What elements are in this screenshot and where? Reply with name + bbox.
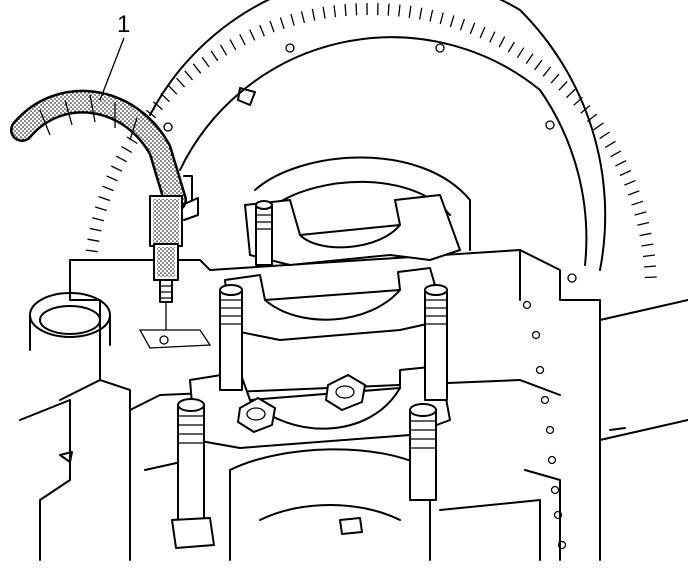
callout-1: 1: [99, 11, 130, 101]
stud-mid-right: [424, 284, 448, 401]
air-nozzle-tool: [10, 89, 199, 330]
callout-label: 1: [117, 11, 130, 38]
nut-center: [325, 374, 366, 411]
oil-gallery-hole: [159, 335, 169, 345]
main-bearing-studs: [171, 200, 448, 549]
block-bolt-holes: [522, 300, 567, 550]
flywheel-bolt-holes: [163, 43, 577, 283]
callout-leader-line: [99, 37, 125, 101]
flywheel: [85, 0, 657, 283]
nut-left: [237, 397, 276, 433]
stud-front-right: [409, 403, 437, 501]
stud-mid-left: [219, 284, 243, 391]
stud-rear-left: [255, 200, 273, 266]
stud-front-left: [171, 398, 215, 549]
cylinder-bore: [29, 292, 111, 351]
